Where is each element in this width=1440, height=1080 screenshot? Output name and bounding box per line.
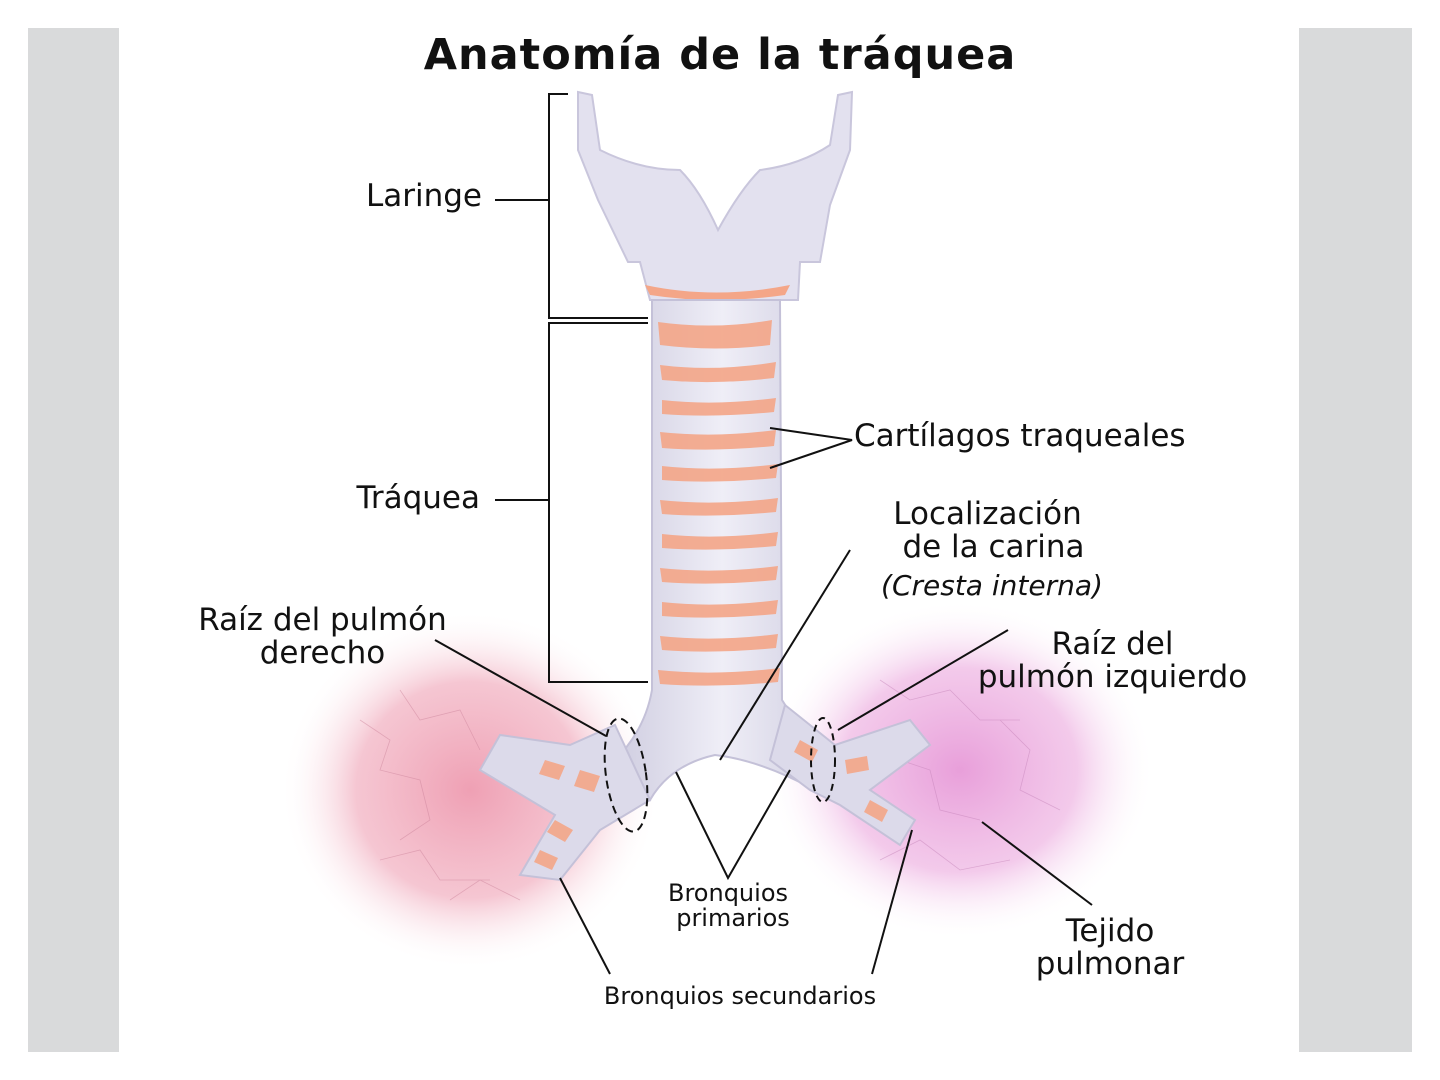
label-larynx: Laringe [365,178,482,214]
label-left-root-line2: pulmón izquierdo [977,659,1248,695]
label-secondary-bronchi: Bronquios secundarios [603,982,877,1010]
tracheal-rings [658,320,780,686]
label-right-root-line1: Raíz del pulmón [198,602,447,638]
brackets [495,93,648,683]
label-tracheal-cartilages: Cartílagos traqueales [854,418,1186,454]
left-lung-tissue [765,600,1155,940]
leader-lines [434,427,1093,975]
label-primary-bronchi-line1: Bronquios [668,879,788,907]
right-root-leader [434,639,607,737]
left-root-marker [810,717,836,803]
cartilage-leader [769,427,853,469]
label-carina-line1: Localización [893,496,1082,532]
label-carina-line2: de la carina [902,529,1085,565]
left-root-leader [837,629,1009,731]
primary-bronchi-leader [675,769,791,881]
label-primary-bronchi-line2: primarios [676,904,790,932]
label-left-root-line1: Raíz del [1051,626,1174,662]
right-root-marker [603,717,649,833]
larynx-bracket [548,93,648,319]
label-lung-tissue-line2: pulmonar [1035,946,1185,982]
lung-tissue-leader [981,821,1093,906]
page-title: Anatomía de la tráquea [423,30,1017,80]
bronchial-rings [534,740,888,870]
label-carina-line3: (Cresta interna) [881,569,1103,602]
trachea-bracket [548,322,648,683]
larynx-shape [577,90,854,301]
carina-leader [719,549,851,761]
label-trachea: Tráquea [356,480,480,516]
right-lung-tissue [280,610,660,970]
label-right-root-line2: derecho [259,635,386,671]
secondary-bronchi-left-leader [559,877,611,975]
right-primary-bronchus [478,723,652,882]
left-primary-bronchus [768,703,932,847]
right-lung-texture [359,689,521,901]
label-lung-tissue-line1: Tejido [1065,913,1155,949]
secondary-bronchi-right-leader [871,829,913,975]
larynx-mucosa [645,285,790,300]
